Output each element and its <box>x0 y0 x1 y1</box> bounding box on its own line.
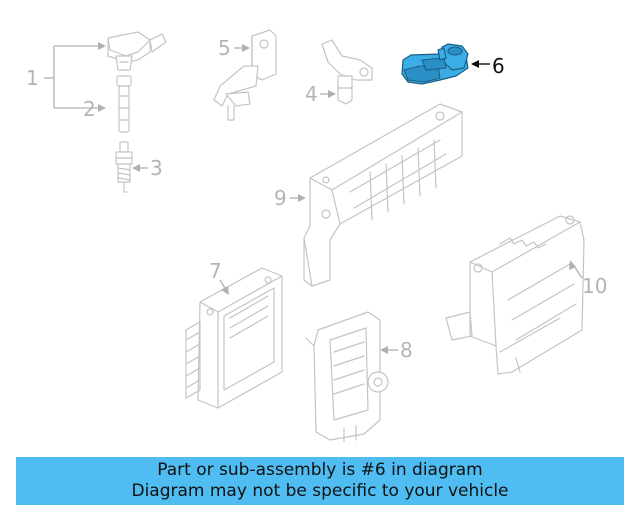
banner-line-disclaimer: Diagram may not be specific to your vehi… <box>131 481 509 501</box>
callout-label-3: 3 <box>150 156 163 180</box>
parts-diagram: 1 2 3 4 5 6 7 8 9 <box>26 29 607 443</box>
coil-boot-part <box>116 75 132 133</box>
callout-label-10: 10 <box>582 274 607 298</box>
callout-3: 3 <box>132 156 163 180</box>
ignition-coil-part <box>107 31 167 71</box>
spark-plug-part <box>115 141 133 193</box>
control-module-part <box>185 267 283 409</box>
callout-2: 2 <box>83 97 96 121</box>
callout-label-1: 1 <box>26 66 39 90</box>
callout-9: 9 <box>274 186 306 210</box>
banner-line-part-number: Part or sub-assembly is #6 in diagram <box>157 460 483 480</box>
callout-1: 1 <box>26 42 106 112</box>
info-banner: Part or sub-assembly is #6 in diagram Di… <box>16 457 624 505</box>
mounting-bracket-part <box>303 103 463 287</box>
callout-label-9: 9 <box>274 186 287 210</box>
holder-bracket-part <box>305 311 389 443</box>
callout-5: 5 <box>218 36 250 60</box>
callout-10: 10 <box>569 260 607 298</box>
callout-label-4: 4 <box>305 82 318 106</box>
callout-4: 4 <box>305 82 336 106</box>
bracket-sensor-part <box>213 29 277 121</box>
highlighted-sensor-part-6 <box>401 43 469 85</box>
callout-label-2: 2 <box>83 97 96 121</box>
camshaft-sensor-part <box>321 39 373 105</box>
callout-label-7: 7 <box>209 259 222 283</box>
frame-bracket-part <box>445 215 585 375</box>
callout-label-8: 8 <box>400 338 413 362</box>
callout-6: 6 <box>471 54 505 78</box>
callout-label-6: 6 <box>492 54 505 78</box>
callout-8: 8 <box>380 338 413 362</box>
callout-label-5: 5 <box>218 36 231 60</box>
callout-7: 7 <box>209 259 229 295</box>
